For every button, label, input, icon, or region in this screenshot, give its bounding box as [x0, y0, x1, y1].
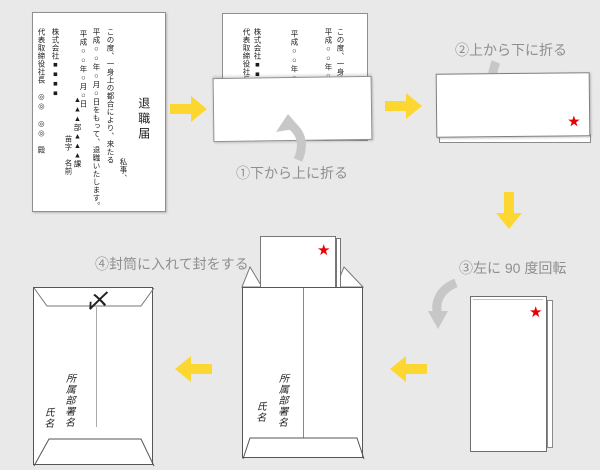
red-star-marker: ★: [567, 112, 581, 131]
letter-folded-twice-document: ★: [435, 72, 591, 138]
rotated-paper-side-layer: [547, 300, 553, 448]
letter-title: 退職届: [136, 97, 151, 142]
envelope-open: 所属部署名 氏名: [242, 287, 365, 460]
envelope-department-label: 所属部署名: [275, 372, 288, 429]
inserted-letter-back-layer: [336, 238, 341, 292]
resignation-letter-document: 退職届 私事、 この度、一身上の都合により、来たる 平成○○年○月○日をもって、…: [32, 12, 166, 212]
letter-date: 平成○○年○月○日: [78, 30, 88, 108]
step4-caption: ④封筒に入れて封をする: [95, 256, 249, 272]
red-star-marker: ★: [529, 303, 543, 321]
step1-caption: ①下から上に折る: [236, 165, 348, 181]
letter-opening: 私事、: [118, 158, 128, 182]
fold-edge-line: [473, 299, 543, 300]
envelope-department-label: 所属部署名: [62, 372, 75, 429]
envelope-center-seam: [303, 288, 304, 438]
envelope-bottom-flap: [33, 438, 155, 467]
arrow-right-icon: [385, 93, 422, 119]
letter-department: ▲▲▲部▲▲▲課: [72, 95, 82, 168]
letter-company: 株式会社■■■■: [50, 28, 60, 98]
letter-date: 平成○○年○月○日: [289, 30, 299, 108]
envelope-name-label: 氏名: [253, 400, 266, 424]
arrow-left-icon: [175, 356, 212, 382]
letter-name: 苗字 名前: [63, 135, 73, 175]
arrow-left-icon: [390, 356, 427, 382]
seal-mark: 〆: [84, 287, 112, 317]
envelope-sealed: 〆 所属部署名 氏名: [33, 287, 155, 467]
arrow-right-icon: [170, 96, 207, 122]
step3-caption: ③左に 90 度回転: [459, 260, 567, 276]
arrow-down-icon: [496, 192, 522, 229]
fold-up-curved-arrow-icon: [276, 114, 306, 162]
envelope-name-label: 氏名: [41, 406, 54, 430]
red-star-marker: ★: [317, 241, 331, 259]
inserted-letter: ★: [260, 236, 336, 294]
envelope-bottom-flap: [242, 437, 365, 460]
envelope-top-flap: [33, 287, 155, 307]
letter-company: 株式会社■■■■: [252, 28, 262, 98]
letter-body-line1: この度、一身上の都合により、来たる: [105, 28, 115, 164]
letter-president: 代表取締役社長 ◎◎ ◎◎ 殿: [36, 28, 46, 154]
letter-rotated-document: ★: [470, 296, 547, 452]
rotate-left-curved-arrow-icon: [428, 278, 458, 329]
step2-caption: ②上から下に折る: [455, 42, 567, 58]
envelope-center-seam: [96, 307, 97, 427]
letter-body-line2: 平成○○年○月○日をもって、退職いたします。: [91, 28, 101, 210]
